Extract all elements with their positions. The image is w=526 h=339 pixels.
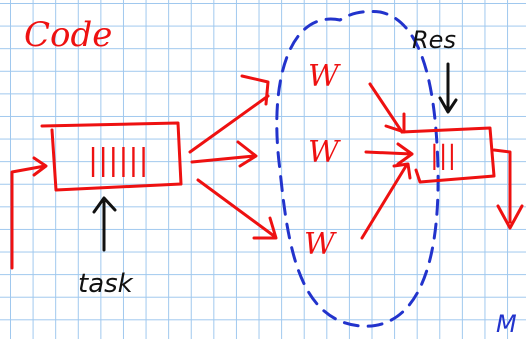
result-queue-box bbox=[400, 126, 496, 184]
worker-top: W bbox=[308, 59, 341, 94]
task-arrow bbox=[92, 196, 117, 252]
left-queue-items: |||||| bbox=[88, 143, 149, 178]
corner-mark: M bbox=[496, 310, 517, 338]
arrow-worker-middle-to-result bbox=[364, 142, 414, 166]
title-label: Code bbox=[24, 15, 112, 55]
output-arrow bbox=[492, 148, 524, 230]
result-queue: ||| bbox=[400, 126, 496, 184]
left-queue-box bbox=[40, 121, 183, 192]
res-arrow bbox=[438, 62, 458, 114]
worker-middle: W bbox=[308, 135, 341, 170]
arrow-worker-bottom-to-result bbox=[360, 162, 412, 240]
left-input-line bbox=[10, 164, 47, 270]
left-input-arrowhead bbox=[32, 156, 48, 177]
arrow-to-worker-bottom bbox=[196, 178, 278, 240]
arrow-to-worker-middle bbox=[190, 140, 258, 168]
worker-pool-boundary bbox=[275, 10, 440, 328]
arrow-to-worker-top bbox=[188, 74, 270, 154]
arrow-worker-top-to-result bbox=[368, 82, 406, 134]
result-queue-items: ||| bbox=[430, 141, 456, 171]
res-label: Res bbox=[412, 26, 456, 54]
left-queue: |||||| bbox=[40, 121, 183, 192]
task-label: task bbox=[78, 269, 134, 299]
worker-bottom: W bbox=[304, 227, 337, 262]
